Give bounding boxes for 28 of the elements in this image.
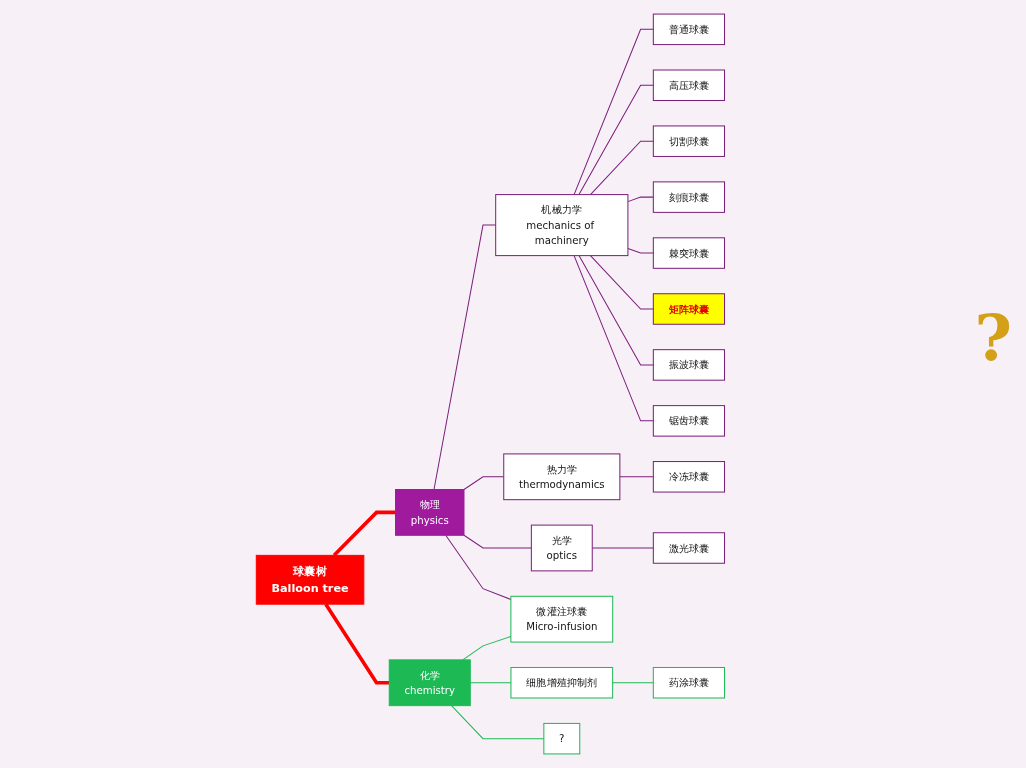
node-box: 物理 physics — [394, 489, 465, 536]
node-box: 激光球囊 — [652, 532, 725, 564]
node-box: 化学 chemistry — [388, 659, 471, 707]
node-box: 锯齿球囊 — [652, 405, 725, 437]
connector — [323, 603, 389, 685]
node-box: 光学 optics — [530, 524, 593, 572]
node-box: 热力学 thermodynamics — [502, 453, 620, 501]
node-box: 棘突球囊 — [652, 237, 725, 269]
node-box: 振波球囊 — [652, 349, 725, 381]
connector — [461, 635, 511, 661]
connector — [463, 476, 504, 490]
node-box: 矩阵球囊 — [652, 293, 725, 325]
node-box: 高压球囊 — [652, 69, 725, 102]
node-box: 冷冻球囊 — [652, 461, 725, 493]
node-box: 刻痕球囊 — [652, 181, 725, 213]
node-box: ? — [542, 722, 580, 755]
node-box: 细胞增殖抑制剂 — [510, 667, 613, 699]
connector — [433, 224, 496, 490]
node-box: 普通球囊 — [652, 13, 725, 46]
node-box: 机械力学 mechanics of machinery — [494, 194, 628, 257]
node-box: 药涂球囊 — [652, 667, 725, 699]
connector — [444, 534, 511, 600]
node-box: 微灌注球囊 Micro-infusion — [509, 595, 613, 643]
node-box: 球囊树 Balloon tree — [255, 554, 364, 605]
node-box: 切割球囊 — [652, 125, 725, 157]
connector — [450, 705, 544, 740]
question-mark: ? — [974, 300, 1012, 375]
connector — [332, 510, 396, 557]
